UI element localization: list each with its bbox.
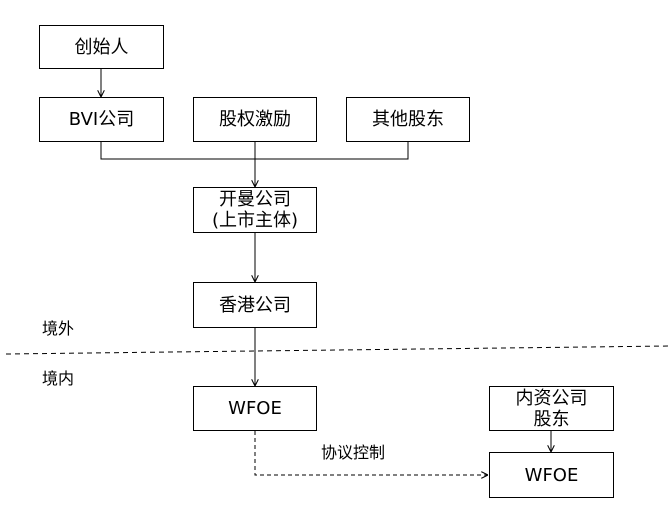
- listing-entity-label: (上市主体): [211, 210, 299, 231]
- border-divider-line: [5, 345, 670, 355]
- onshore-label: 境内: [42, 369, 75, 388]
- bvi-company-label: BVI公司: [68, 109, 135, 130]
- domestic-shareholders-box: 内资公司 股东: [489, 386, 614, 431]
- founder-label: 创始人: [74, 36, 129, 58]
- other-shareholders-box: 其他股东: [346, 97, 470, 142]
- domestic-wfoe-box: WFOE: [489, 452, 614, 498]
- domestic-wfoe-label: WFOE: [524, 464, 579, 486]
- agreement-control-label: 协议控制: [321, 443, 386, 462]
- hongkong-company-box: 香港公司: [193, 282, 317, 328]
- founder-box: 创始人: [39, 25, 164, 69]
- shareholders-label: 股东: [533, 408, 570, 430]
- equity-incentive-label: 股权激励: [219, 109, 291, 130]
- other-shareholders-label: 其他股东: [372, 109, 444, 130]
- offshore-label: 境外: [42, 319, 75, 338]
- domestic-company-label: 内资公司: [515, 387, 588, 409]
- wfoe-box: WFOE: [193, 386, 317, 431]
- hongkong-company-label: 香港公司: [219, 294, 291, 316]
- kaiman-company-label: 开曼公司: [219, 189, 291, 210]
- kaiman-company-box: 开曼公司 (上市主体): [193, 187, 317, 233]
- arrow-agreement-control: [254, 431, 488, 475]
- bvi-company-box: BVI公司: [39, 97, 164, 142]
- equity-incentive-box: 股权激励: [193, 97, 317, 142]
- wfoe-label: WFOE: [228, 398, 282, 419]
